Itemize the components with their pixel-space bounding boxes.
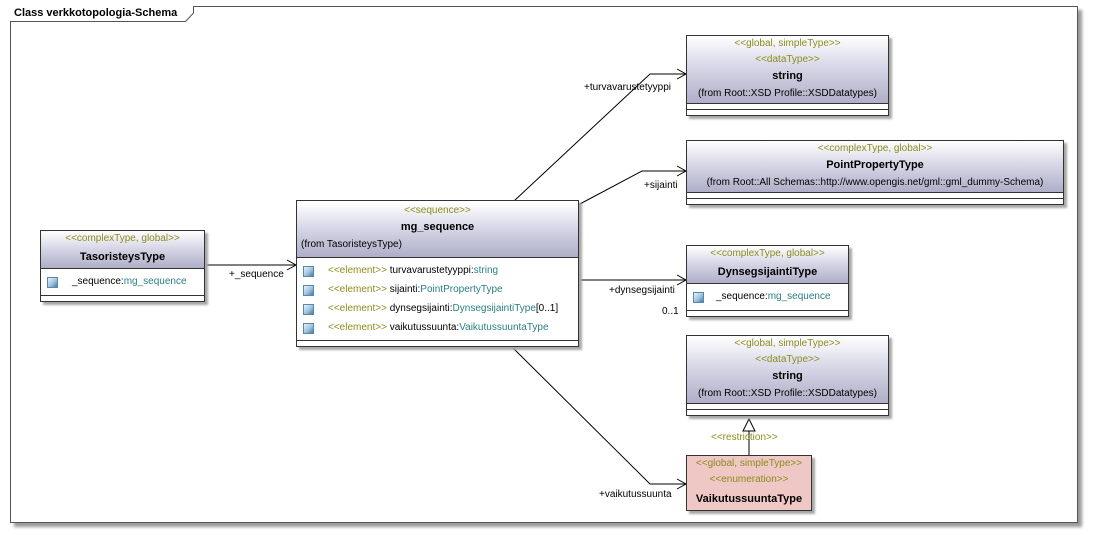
attribute-row[interactable]: _sequence:mg_sequence [41, 272, 204, 291]
stereotype: <<dataType>> [755, 54, 820, 65]
frame-tab-outline [10, 6, 194, 22]
class-name: VaikutussuuntaType [695, 493, 803, 505]
stereotype: <<complexType, global>> [65, 233, 180, 244]
attribute-name: sijainti: [389, 284, 421, 295]
operation-compartment [297, 341, 578, 346]
attribute-compartment: <<element>> turvavarustetyyppi:string <<… [297, 258, 578, 341]
attribute-row[interactable]: <<element>> sijainti:PointPropertyType [297, 280, 578, 299]
operation-compartment [687, 199, 1063, 204]
attribute-name: _sequence: [72, 276, 124, 287]
multiplicity-label: 0..1 [662, 306, 679, 317]
stereotype: <<global, simpleType>> [734, 38, 841, 49]
role-label-sequence: +_sequence [229, 269, 284, 280]
attribute-icon [693, 292, 704, 303]
class-mg-sequence[interactable]: <<sequence>> mg_sequence (from Tasoriste… [296, 200, 579, 347]
class-string-top[interactable]: <<global, simpleType>> <<dataType>> stri… [686, 35, 889, 116]
attribute-stereotype: <<element>> [328, 284, 387, 295]
class-vaikutussuunta-type[interactable]: <<global, simpleType>> <<enumeration>> V… [686, 455, 812, 511]
attribute-name: dynsegsijainti: [389, 303, 453, 314]
attribute-type: PointPropertyType [420, 284, 503, 295]
stereotype: <<complexType, global>> [710, 248, 825, 259]
role-label-vaikutussuunta: +vaikutussuunta [599, 489, 672, 500]
restriction-label: <<restriction>> [711, 432, 778, 443]
attribute-name: _sequence: [716, 291, 768, 302]
operation-compartment [687, 110, 888, 115]
operation-compartment [41, 296, 204, 301]
attribute-row[interactable]: <<element>> dynsegsijainti:Dynsegsijaint… [297, 299, 578, 318]
stereotype: <<global, simpleType>> [734, 338, 841, 349]
class-tasoristeys-type[interactable]: <<complexType, global>> TasoristeysType … [40, 230, 205, 302]
operation-compartment [687, 311, 848, 316]
attribute-row[interactable]: _sequence:mg_sequence [687, 287, 848, 306]
attribute-row[interactable]: <<element>> turvavarustetyyppi:string [297, 261, 578, 280]
attribute-name: turvavarustetyyppi: [389, 265, 474, 276]
class-string-bottom[interactable]: <<global, simpleType>> <<dataType>> stri… [686, 335, 889, 416]
class-point-property-type[interactable]: <<complexType, global>> PointPropertyTyp… [686, 140, 1064, 205]
class-name: mg_sequence [400, 221, 475, 233]
class-dynsegsijainti-type[interactable]: <<complexType, global>> DynsegsijaintiTy… [686, 245, 849, 317]
attribute-multiplicity: [0..1] [535, 303, 559, 314]
attribute-type: mg_sequence [123, 276, 187, 287]
connector-vaikutussuunta[interactable] [507, 342, 688, 490]
attribute-compartment: _sequence:mg_sequence [687, 284, 848, 311]
attribute-compartment: _sequence:mg_sequence [41, 269, 204, 296]
attribute-type: mg_sequence [767, 291, 831, 302]
class-name: DynsegsijaintiType [717, 266, 818, 278]
class-name: string [772, 370, 803, 382]
operation-compartment [687, 410, 888, 415]
attribute-type: VaikutussuuntaType [459, 322, 549, 333]
class-origin: (from TasoristeysType) [301, 239, 402, 250]
class-name: PointPropertyType [826, 159, 924, 171]
role-label-sijainti: +sijainti [644, 180, 678, 191]
attribute-compartment [687, 193, 1063, 199]
class-name: string [772, 70, 803, 82]
attribute-stereotype: <<element>> [328, 322, 387, 333]
stereotype: <<enumeration>> [709, 474, 789, 485]
attribute-icon [47, 277, 58, 288]
connector-restriction[interactable] [742, 417, 756, 455]
attribute-stereotype: <<element>> [328, 265, 387, 276]
stereotype: <<global, simpleType>> [695, 458, 803, 469]
stereotype: <<dataType>> [755, 354, 820, 365]
attribute-icon [303, 285, 314, 296]
diagram-frame-tab: Class verkkotopologia-Schema [10, 6, 194, 22]
diagram-title: Class verkkotopologia-Schema [14, 7, 178, 19]
stereotype: <<complexType, global>> [817, 143, 933, 154]
stereotype: <<sequence>> [404, 205, 471, 216]
attribute-icon [303, 304, 314, 315]
role-label-turvavarustetyyppi: +turvavarustetyyppi [584, 82, 671, 93]
class-name: TasoristeysType [79, 251, 166, 263]
attribute-name: vaikutussuunta: [389, 322, 460, 333]
attribute-icon [303, 266, 314, 277]
attribute-row[interactable]: <<element>> vaikutussuunta:Vaikutussuunt… [297, 318, 578, 337]
attribute-compartment [687, 104, 888, 110]
attribute-compartment [687, 404, 888, 410]
class-origin: (from Root::XSD Profile::XSDDatatypes) [698, 88, 877, 99]
attribute-type: string [473, 265, 499, 276]
class-origin: (from Root::All Schemas::http://www.open… [706, 177, 1044, 188]
connector-dynsegsijainti[interactable] [578, 274, 688, 286]
attribute-type: DynsegsijaintiType [452, 303, 536, 314]
attribute-icon [303, 323, 314, 334]
class-origin: (from Root::XSD Profile::XSDDatatypes) [698, 388, 877, 399]
attribute-stereotype: <<element>> [328, 303, 387, 314]
role-label-dynsegsijainti: +dynsegsijainti [609, 285, 675, 296]
